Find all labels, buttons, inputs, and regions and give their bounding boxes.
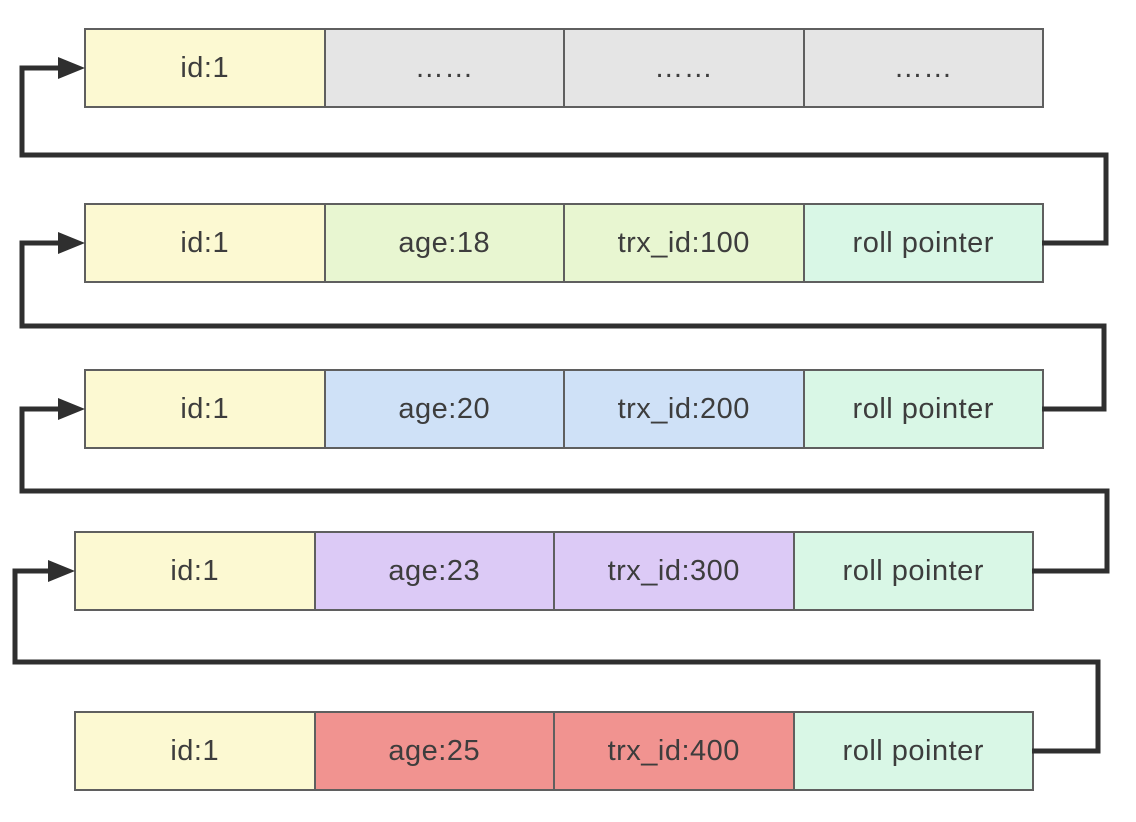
record-cell-4-2: age:23 (315, 533, 555, 609)
record-cell-2-4: roll pointer (804, 205, 1042, 281)
record-cell-1-1: id:1 (86, 30, 326, 106)
record-cell-5-3: trx_id:400 (555, 713, 795, 789)
record-row-1: id:1……………… (84, 28, 1044, 108)
record-cell-2-1: id:1 (86, 205, 326, 281)
record-cell-1-3: …… (565, 30, 805, 106)
record-cell-5-1: id:1 (76, 713, 316, 789)
record-cell-4-1: id:1 (76, 533, 316, 609)
record-cell-3-1: id:1 (86, 371, 326, 447)
record-cell-4-4: roll pointer (794, 533, 1032, 609)
record-cell-2-2: age:18 (325, 205, 565, 281)
record-cell-3-2: age:20 (325, 371, 565, 447)
record-cell-1-4: …… (804, 30, 1042, 106)
record-cell-1-2: …… (325, 30, 565, 106)
record-cell-5-2: age:25 (315, 713, 555, 789)
record-cell-2-3: trx_id:100 (565, 205, 805, 281)
record-cell-5-4: roll pointer (794, 713, 1032, 789)
record-cell-3-3: trx_id:200 (565, 371, 805, 447)
record-cell-3-4: roll pointer (804, 371, 1042, 447)
record-cell-4-3: trx_id:300 (555, 533, 795, 609)
